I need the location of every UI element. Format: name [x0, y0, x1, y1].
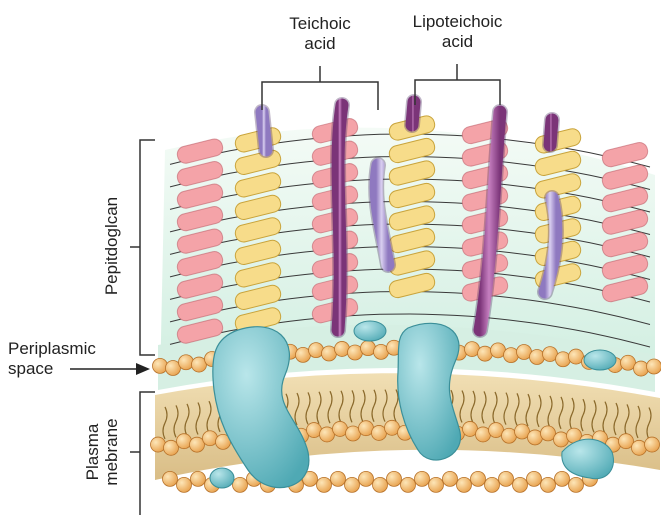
lipoteichoic-acid-bracket — [415, 64, 500, 105]
lipoteichoic-acid — [338, 105, 342, 330]
lipid-head — [457, 477, 472, 492]
lipid-head — [647, 359, 661, 374]
teichoic-acid-label-line1: Teichoic — [265, 14, 375, 34]
lipoteichoic-acid — [412, 102, 414, 125]
lipid-head — [331, 471, 346, 486]
lipid-head — [478, 346, 493, 361]
lipoteichoic-acid-label-line1: Lipoteichoic — [395, 12, 520, 32]
lipid-head — [443, 471, 458, 486]
teichoic-acid-label: Teichoic acid — [265, 14, 375, 54]
lipid-head — [429, 477, 444, 492]
lipoteichoic-acid — [550, 120, 552, 145]
lipid-head — [233, 477, 248, 492]
lipid-head — [555, 471, 570, 486]
lipid-head — [177, 434, 192, 449]
peptidoglycan-bracket — [130, 140, 155, 355]
plasma-membrane-label-line1: Plasma — [83, 402, 102, 502]
peripheral-protein — [562, 439, 614, 479]
teichoic-acid-bracket — [262, 66, 378, 110]
plasma-membrane-bracket — [130, 392, 155, 515]
lipid-head — [373, 477, 388, 492]
lipid-head — [153, 358, 168, 373]
lipid-head — [359, 471, 374, 486]
lipid-head — [634, 361, 649, 376]
lipid-head — [513, 477, 528, 492]
lipid-head — [556, 352, 571, 367]
lipid-head — [345, 477, 360, 492]
lipid-head — [401, 477, 416, 492]
periplasmic-space-label-line1: Periplasmic — [8, 339, 96, 359]
lipid-head — [504, 348, 519, 363]
peripheral-protein — [354, 321, 386, 341]
peripheral-protein — [210, 468, 234, 488]
lipid-head — [541, 477, 556, 492]
plasma-membrane-label-line2: mebrane — [102, 402, 121, 502]
lipid-head — [632, 440, 647, 455]
nam-sugar — [601, 141, 650, 169]
lipid-head — [530, 350, 545, 365]
lipid-head — [151, 437, 166, 452]
lipid-head — [203, 431, 218, 446]
lipid-head — [415, 471, 430, 486]
plasma-membrane-label: Plasma mebrane — [83, 402, 121, 502]
lipid-head — [309, 343, 324, 358]
lipid-head — [645, 437, 660, 452]
lipid-head — [317, 477, 332, 492]
lipid-head — [485, 477, 500, 492]
peripheral-protein — [584, 350, 616, 370]
periplasmic-space-label-line2: space — [8, 359, 96, 379]
lipid-head — [179, 355, 194, 370]
lipid-head — [527, 471, 542, 486]
peptidoglycan-label: Pepitdoglcan — [102, 181, 122, 311]
teichoic-acid — [262, 112, 266, 150]
lipoteichoic-acid-label-line2: acid — [395, 32, 520, 52]
lipid-head — [335, 341, 350, 356]
teichoic-acid-label-line2: acid — [265, 34, 375, 54]
lipid-head — [499, 471, 514, 486]
periplasmic-space-label: Periplasmic space — [8, 339, 96, 379]
lipid-head — [569, 477, 584, 492]
lipid-head — [177, 477, 192, 492]
lipid-head — [471, 471, 486, 486]
lipoteichoic-acid-label: Lipoteichoic acid — [395, 12, 520, 52]
lipid-head — [163, 471, 178, 486]
lipid-head — [191, 471, 206, 486]
lipid-head — [387, 471, 402, 486]
